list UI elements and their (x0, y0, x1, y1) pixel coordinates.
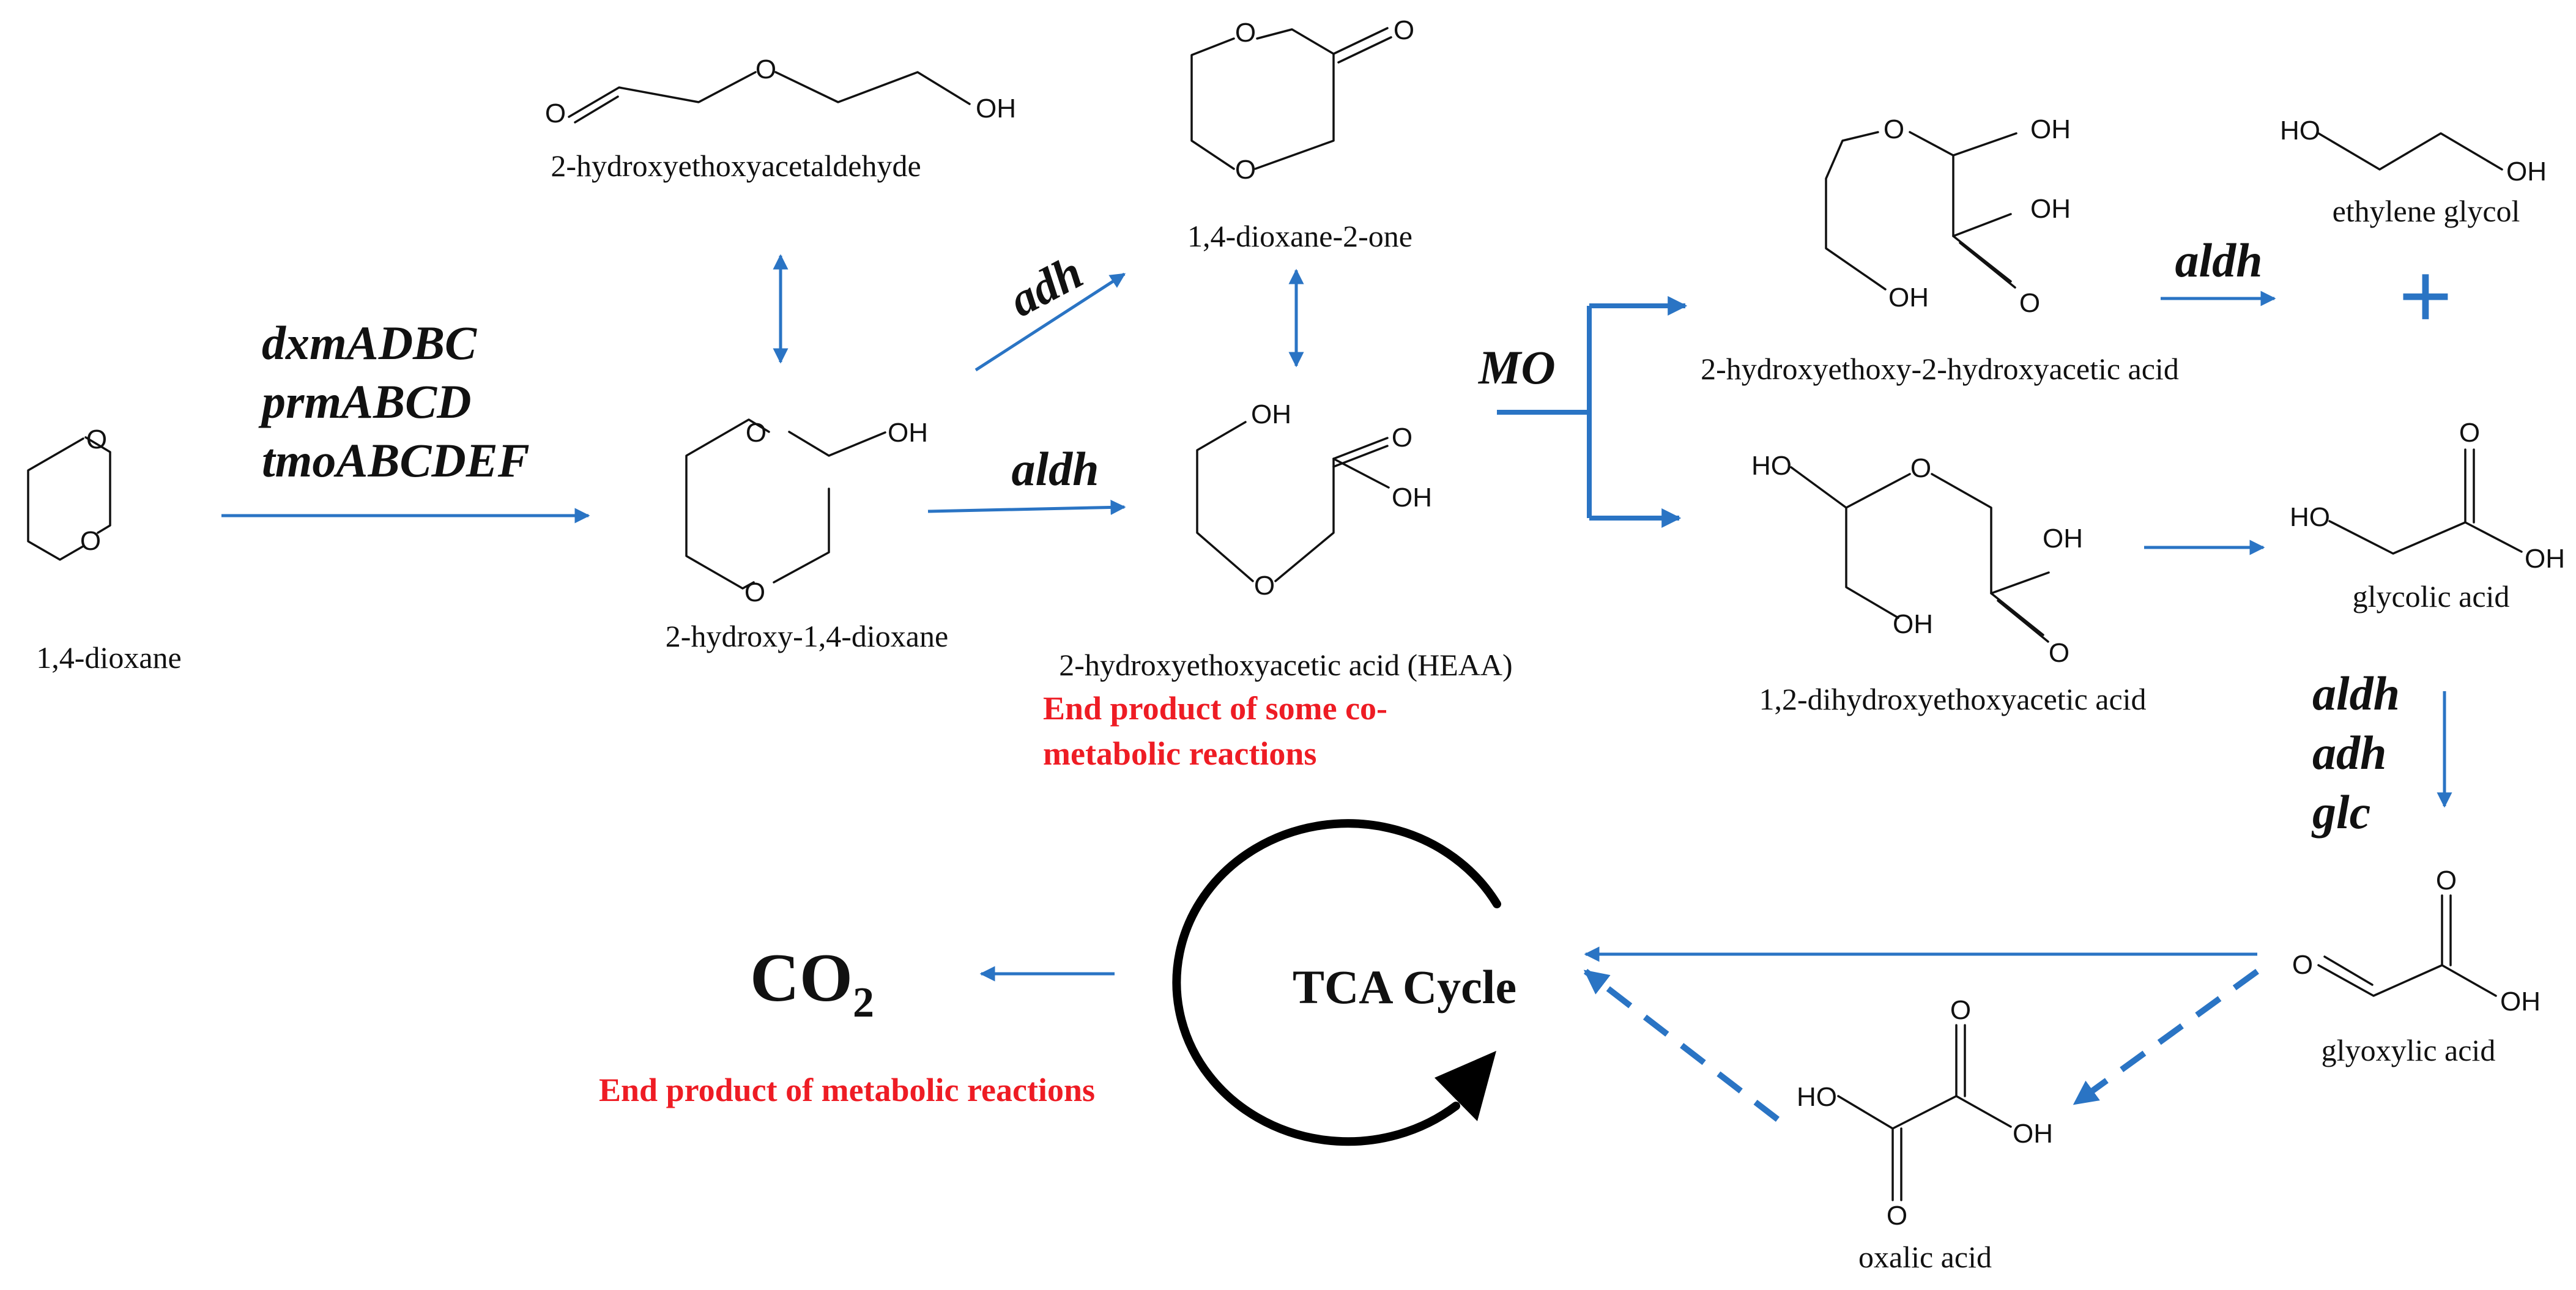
compound-label-oxalic-acid: oxalic acid (1858, 1240, 1992, 1274)
compound-label-heaa: 2-hydroxyethoxyacetic acid (HEAA) (1059, 648, 1512, 682)
atom-label: O (2049, 638, 2069, 668)
hydroxy-dioxane-structure: O O OH (685, 418, 928, 607)
atom-label: O (545, 98, 566, 128)
atom-label: O (1235, 155, 1256, 185)
atom-label: OH (2525, 544, 2565, 574)
atom-label: OH (2013, 1119, 2053, 1149)
arrow-to-heaa (927, 499, 1126, 515)
atom-label: O (2436, 866, 2457, 895)
atom-label: O (2459, 418, 2480, 448)
atom-label: O (86, 424, 107, 454)
tca-cycle-arrowhead (1435, 1051, 1496, 1121)
atom-label: O (1235, 18, 1256, 48)
tca-cycle-label: TCA Cycle (1293, 960, 1516, 1014)
atom-label: O (2292, 950, 2313, 980)
atom-label: O (1910, 453, 1931, 483)
dioxane-structure: O O (27, 424, 111, 561)
atom-label: O (746, 418, 766, 448)
ethylene-glycol-structure: HO OH (2280, 116, 2547, 187)
note-cometabolic-line2: metabolic reactions (1043, 735, 1316, 772)
glycolic-acid-structure: HO O OH (2290, 418, 2565, 574)
atom-label: OH (976, 94, 1016, 124)
compound-label-dioxane: 1,4-dioxane (36, 640, 181, 675)
enzyme-mo: MO (1477, 341, 1556, 394)
dioxanone-structure: O O O (1190, 15, 1414, 185)
enzyme-aldh-stack: aldh (2312, 667, 2400, 720)
atom-label: O (755, 54, 776, 84)
compound-label-ethylene-glycol: ethylene glycol (2333, 194, 2520, 228)
atom-label: OH (1893, 609, 1933, 639)
atom-label: OH (1888, 283, 1929, 313)
hydroxyethoxyacetaldehyde-structure: O O OH (545, 54, 1016, 128)
note-metabolic: End product of metabolic reactions (599, 1072, 1095, 1108)
atom-label: OH (2030, 194, 2071, 224)
heaa-structure: OH O OH O (1196, 399, 1432, 601)
atom-label: O (1392, 423, 1412, 453)
atom-label: O (1884, 114, 1904, 144)
atom-label: OH (1392, 483, 1432, 513)
atom-label: O (1887, 1201, 1907, 1231)
note-cometabolic-line1: End product of some co- (1043, 690, 1387, 727)
atom-label: O (80, 526, 101, 556)
compound-label-dioxanone: 1,4-dioxane-2-one (1187, 219, 1412, 253)
enzyme-adh-stack: adh (2312, 726, 2386, 779)
tca-cycle-ring (1172, 819, 1501, 1146)
dihydroxyethoxyacetic-structure: HO O OH OH O (1751, 451, 2083, 668)
arrow-glyoxylic-to-oxalic (2073, 968, 2259, 1107)
compound-label-glyoxylic-acid: glyoxylic acid (2322, 1033, 2496, 1067)
hydroxyethoxy-hydroxyacetic-structure: O OH OH OH O (1825, 114, 2071, 318)
plus-sign: + (2399, 244, 2452, 347)
compound-label-glycolic-acid: glycolic acid (2353, 579, 2510, 613)
atom-label: HO (1751, 451, 1792, 481)
compound-label-hydroxyethoxy-hydroxyacetic: 2-hydroxyethoxy-2-hydroxyacetic acid (1701, 352, 2179, 386)
enzyme-dxm: dxmADBC (262, 316, 477, 369)
atom-label: O (1950, 995, 1971, 1025)
co2-label: CO2 (750, 940, 874, 1026)
atom-label: OH (2030, 114, 2071, 144)
atom-label: O (1254, 571, 1275, 601)
enzyme-adh-top: adh (1000, 245, 1091, 327)
enzyme-aldh-right: aldh (2175, 234, 2262, 287)
atom-label: HO (2290, 502, 2330, 532)
enzyme-prm: prmABCD (258, 375, 471, 428)
atom-label: HO (1797, 1082, 1837, 1112)
enzyme-glc-stack: glc (2311, 785, 2370, 839)
atom-label: O (744, 577, 765, 607)
atom-label: OH (1251, 399, 1291, 429)
oxalic-acid-structure: HO O O OH (1797, 995, 2053, 1231)
compound-label-dihydroxyethoxyacetic: 1,2-dihydroxyethoxyacetic acid (1759, 682, 2146, 716)
compound-label-hydroxyethoxyacetaldehyde: 2-hydroxyethoxyacetaldehyde (551, 149, 921, 183)
atom-label: OH (2500, 987, 2541, 1017)
compound-label-hydroxy-dioxane: 2-hydroxy-1,4-dioxane (666, 619, 948, 653)
arrow-oxalic-to-tca (1583, 969, 1780, 1122)
enzyme-aldh-mid: aldh (1011, 442, 1099, 495)
glyoxylic-acid-structure: O O OH (2292, 866, 2541, 1017)
atom-label: OH (2506, 157, 2547, 187)
arrow-to-dioxanone (974, 272, 1126, 372)
enzyme-tmo: tmoABCDEF (262, 434, 530, 487)
atom-label: O (1394, 15, 1414, 45)
atom-label: O (2019, 288, 2040, 318)
atom-label: OH (2043, 524, 2083, 554)
atom-label: OH (888, 418, 928, 448)
atom-label: HO (2280, 116, 2320, 146)
